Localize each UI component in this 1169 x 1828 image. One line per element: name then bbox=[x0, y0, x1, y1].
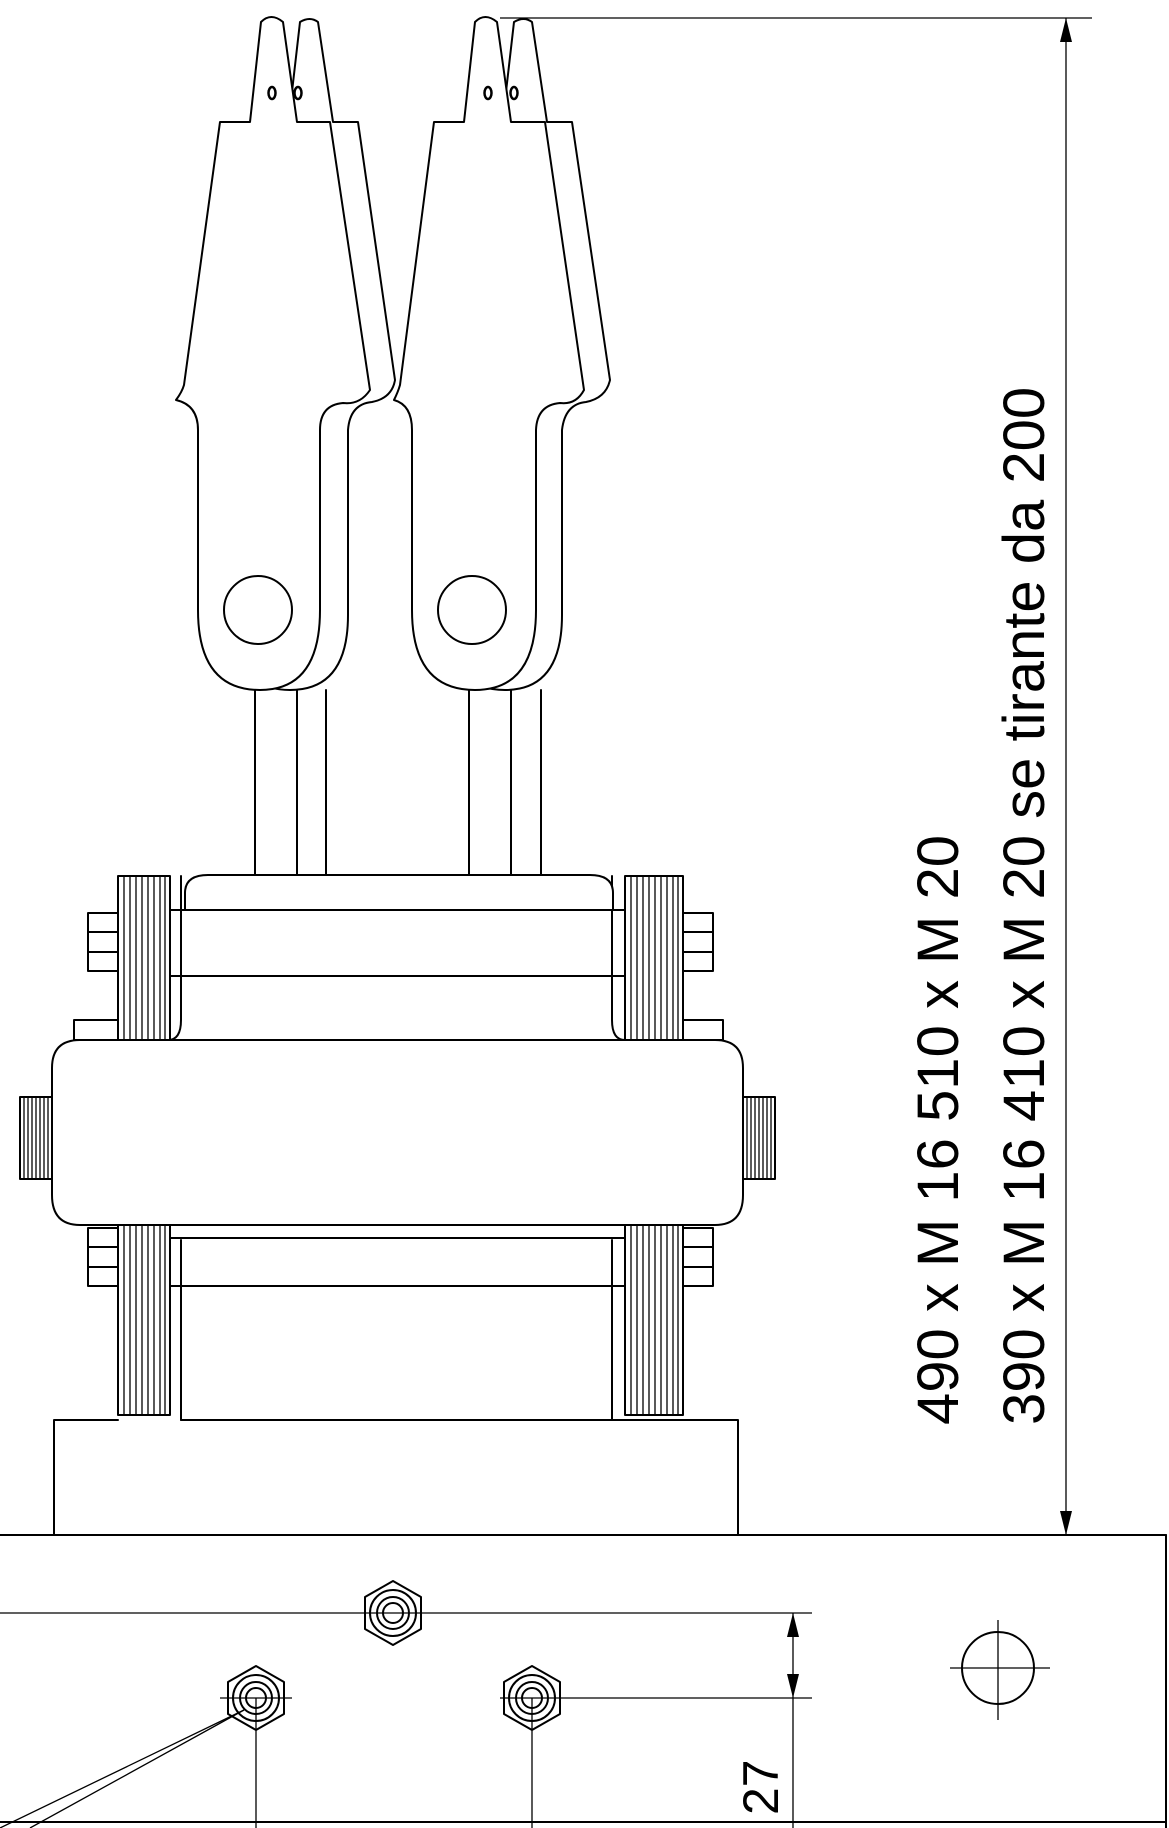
height-dimension bbox=[500, 17, 1092, 1535]
clamp-body bbox=[51, 874, 744, 1421]
pivot-hole-left bbox=[223, 575, 293, 645]
dimension-label-line1: 490 x M 16 510 x M 20 bbox=[906, 835, 971, 1425]
nut-lower-right bbox=[682, 1227, 714, 1287]
nut-upper-right bbox=[682, 912, 714, 972]
nut-upper-left bbox=[87, 912, 119, 972]
dimension-label-line2: 390 x M 16 410 x M 20 se tirante da 200 bbox=[992, 387, 1057, 1425]
stack-upper-left bbox=[117, 875, 171, 1041]
dimension-27 bbox=[787, 1613, 799, 1828]
dimension-label-27: 27 bbox=[733, 1759, 789, 1815]
tab-upper-right bbox=[682, 1019, 724, 1041]
jaw-left-front bbox=[175, 16, 371, 691]
stack-lower-right bbox=[624, 1224, 684, 1416]
side-pin-left bbox=[19, 1096, 53, 1180]
base-plate bbox=[0, 1534, 1167, 1828]
jaw-right-front bbox=[393, 16, 585, 691]
stack-upper-right bbox=[624, 875, 684, 1041]
side-pin-right bbox=[742, 1096, 776, 1180]
bolt-reference-lines bbox=[0, 1612, 812, 1828]
stack-lower-left bbox=[117, 1224, 171, 1416]
tab-upper-left bbox=[73, 1019, 119, 1041]
nut-lower-left bbox=[87, 1227, 119, 1287]
rods bbox=[254, 689, 542, 876]
pivot-hole-right bbox=[437, 575, 507, 645]
lower-block bbox=[53, 1419, 739, 1536]
hole-symbol bbox=[950, 1620, 1050, 1720]
